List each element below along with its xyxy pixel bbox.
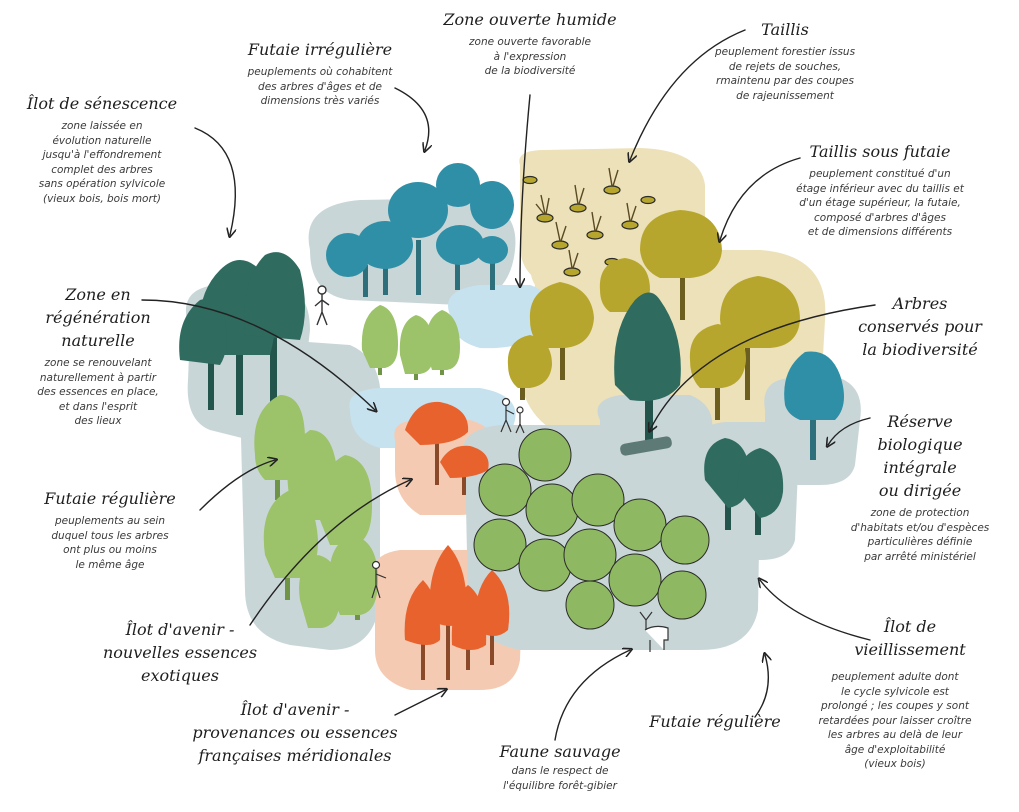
trees-futaie-reguliere-bottom	[473, 428, 710, 630]
arrow-faune	[554, 650, 630, 741]
trees-avenir-exotiques	[404, 545, 510, 680]
label-title: Îlot d'avenir - nouvelles essences exoti…	[102, 620, 258, 685]
label-reserve: Réserve biologique intégrale ou dirigée …	[820, 410, 1019, 564]
label-vieillissement-desc: peuplement adulte dont le cycle sylvicol…	[780, 666, 1010, 772]
patch-futaie-irreguliere	[308, 198, 516, 305]
label-title: Îlot de vieillissement	[854, 617, 966, 659]
trees-vieillissement	[704, 438, 784, 535]
label-taillis-sous-futaie: Taillis sous futaie peuplement constitué…	[760, 140, 1000, 240]
arrow-tsf	[720, 157, 801, 240]
label-description: peuplement adulte dont le cycle sylvicol…	[818, 671, 972, 770]
label-description: dans le respect de l'équilibre forêt-gib…	[503, 765, 617, 792]
arrow-arbres-conserves	[650, 304, 876, 430]
label-title: Taillis sous futaie	[809, 142, 951, 161]
trees-senescence	[179, 252, 305, 415]
hiker-figure	[314, 285, 330, 326]
label-senescence: Îlot de sénescence zone laissée en évolu…	[2, 92, 202, 206]
arrow-senescence	[194, 127, 235, 235]
label-taillis: Taillis peuplement forestier issus de re…	[685, 18, 885, 103]
label-description: zone laissée en évolution naturelle jusq…	[38, 120, 166, 205]
trees-futaie-irreguliere	[326, 163, 514, 297]
arrow-futaie-reguliere-bottom	[754, 655, 768, 718]
label-title: Futaie régulière	[649, 712, 781, 731]
label-title: Îlot d'avenir - provenances ou essences …	[192, 700, 398, 765]
taillis-stumps	[522, 175, 656, 277]
label-faune: Faune sauvage dans le respect de l'équil…	[480, 740, 640, 793]
label-regeneration: Zone en régénération naturelle zone se r…	[8, 283, 188, 429]
arrow-avenir-exotiques	[249, 480, 410, 626]
label-title: Zone ouverte humide	[443, 10, 617, 29]
trees-taillis-sous-futaie	[507, 210, 800, 420]
deer-figure	[639, 611, 669, 652]
label-futaie-reguliere-bottom: Futaie régulière	[640, 710, 790, 733]
taillis-shoots	[535, 167, 637, 269]
label-title: Arbres conservés pour la biodiversité	[858, 294, 982, 359]
label-description: peuplement forestier issus de rejets de …	[714, 46, 856, 102]
label-title: Futaie régulière	[44, 489, 176, 508]
label-title: Taillis	[761, 20, 809, 39]
label-arbres-conserves: Arbres conservés pour la biodiversité	[840, 292, 1000, 361]
label-description: peuplement constitué d'un étage inférieu…	[796, 168, 964, 238]
arrow-regeneration	[141, 299, 375, 410]
patch-water	[448, 285, 550, 349]
arrow-reserve	[828, 417, 871, 445]
arrow-zone-ouverte	[520, 94, 531, 285]
label-title: Faune sauvage	[499, 742, 621, 761]
label-zone-ouverte: Zone ouverte humide zone ouverte favorab…	[430, 8, 630, 79]
label-description: zone ouverte favorable à l'expression de…	[469, 36, 591, 77]
label-futaie-irreguliere: Futaie irrégulière peuplements où cohabi…	[205, 38, 435, 109]
label-futaie-reguliere-left: Futaie régulière peuplements au sein duq…	[10, 487, 210, 572]
label-description: zone de protection d'habitats et/ou d'es…	[850, 507, 990, 563]
trees-futaie-reguliere-left	[254, 395, 378, 628]
label-description: peuplements au sein duquel tous les arbr…	[51, 515, 169, 571]
arrow-avenir-meridionales	[394, 690, 445, 716]
label-title: Îlot de sénescence	[26, 94, 178, 113]
label-title: Réserve biologique intégrale ou dirigée	[877, 412, 963, 500]
family-figure	[500, 397, 525, 434]
trees-reserve	[784, 351, 844, 460]
label-title: Zone en régénération naturelle	[45, 285, 151, 350]
trees-regeneration-upper	[361, 305, 460, 380]
trees-orange-center	[405, 401, 489, 495]
arrow-futaie-reguliere-left	[199, 460, 275, 511]
label-vieillissement: Îlot de vieillissement	[815, 615, 1005, 661]
label-description: peuplements où cohabitent des arbres d'â…	[247, 66, 393, 107]
arrow-vieillissement	[760, 580, 871, 641]
label-title: Futaie irrégulière	[247, 40, 393, 59]
forester-figure	[371, 560, 387, 599]
callout-arrows	[141, 29, 876, 741]
label-avenir-meridionales: Îlot d'avenir - provenances ou essences …	[180, 698, 410, 767]
trees-arbres-conserves	[614, 292, 681, 456]
arrow-futaie-irreguliere	[394, 87, 429, 150]
label-description: zone se renouvelant naturellement à part…	[37, 357, 159, 427]
arrow-taillis	[630, 29, 746, 160]
label-avenir-exotiques: Îlot d'avenir - nouvelles essences exoti…	[85, 618, 275, 687]
